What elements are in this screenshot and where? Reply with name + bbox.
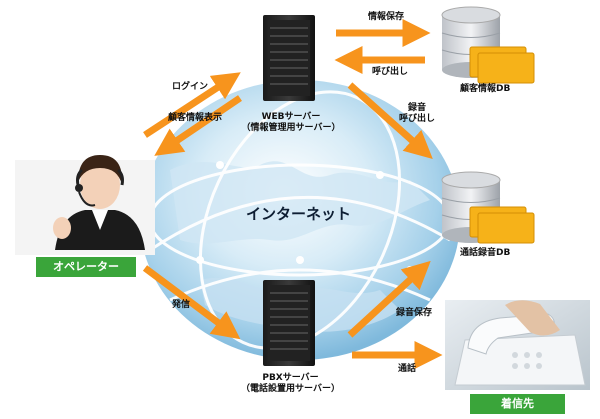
web-server (263, 15, 315, 101)
arrows (142, 19, 443, 369)
label-save-recording: 録音保存 (396, 308, 433, 318)
arrow-show-customer (154, 95, 242, 156)
customer-db-label: 顧客情報DB (460, 84, 511, 94)
operator-photo (15, 155, 155, 255)
label-outgoing: 発信 (172, 300, 191, 310)
web-server-role: （情報管理用サーバー） (241, 123, 341, 133)
operator-tag: オペレーター (36, 257, 136, 277)
web-server-label: WEBサーバー （情報管理用サーバー） (236, 112, 346, 134)
callee-tag: 着信先 (470, 394, 565, 414)
arrow-login (143, 72, 241, 138)
label-save-info: 情報保存 (368, 12, 405, 22)
label-call: 通話 (398, 364, 417, 374)
internet-label: インターネット (246, 205, 352, 223)
label-show-customer: 顧客情報表示 (168, 113, 223, 123)
web-server-name: WEBサーバー (261, 112, 321, 122)
label-call-up: 呼び出し (372, 67, 409, 77)
label-login: ログイン (172, 82, 209, 92)
callee-phone-photo (445, 300, 590, 390)
label-recording-call-up: 呼び出し (398, 114, 435, 124)
arrow-recording (347, 82, 433, 159)
pbx-server (263, 280, 315, 366)
pbx-server-label: PBXサーバー （電話設置用サーバー） (233, 373, 348, 395)
customer-db-icon (441, 6, 535, 84)
label-recording-group: 録音 呼び出し (392, 103, 442, 125)
pbx-server-name: PBXサーバー (262, 373, 319, 383)
label-recording: 録音 (407, 103, 426, 113)
recording-db-icon (441, 171, 535, 244)
arrow-save-recording (347, 260, 431, 338)
arrow-outgoing (142, 265, 241, 340)
pbx-server-role: （電話設置用サーバー） (241, 384, 340, 394)
recording-db-label: 通話録音DB (460, 248, 511, 258)
